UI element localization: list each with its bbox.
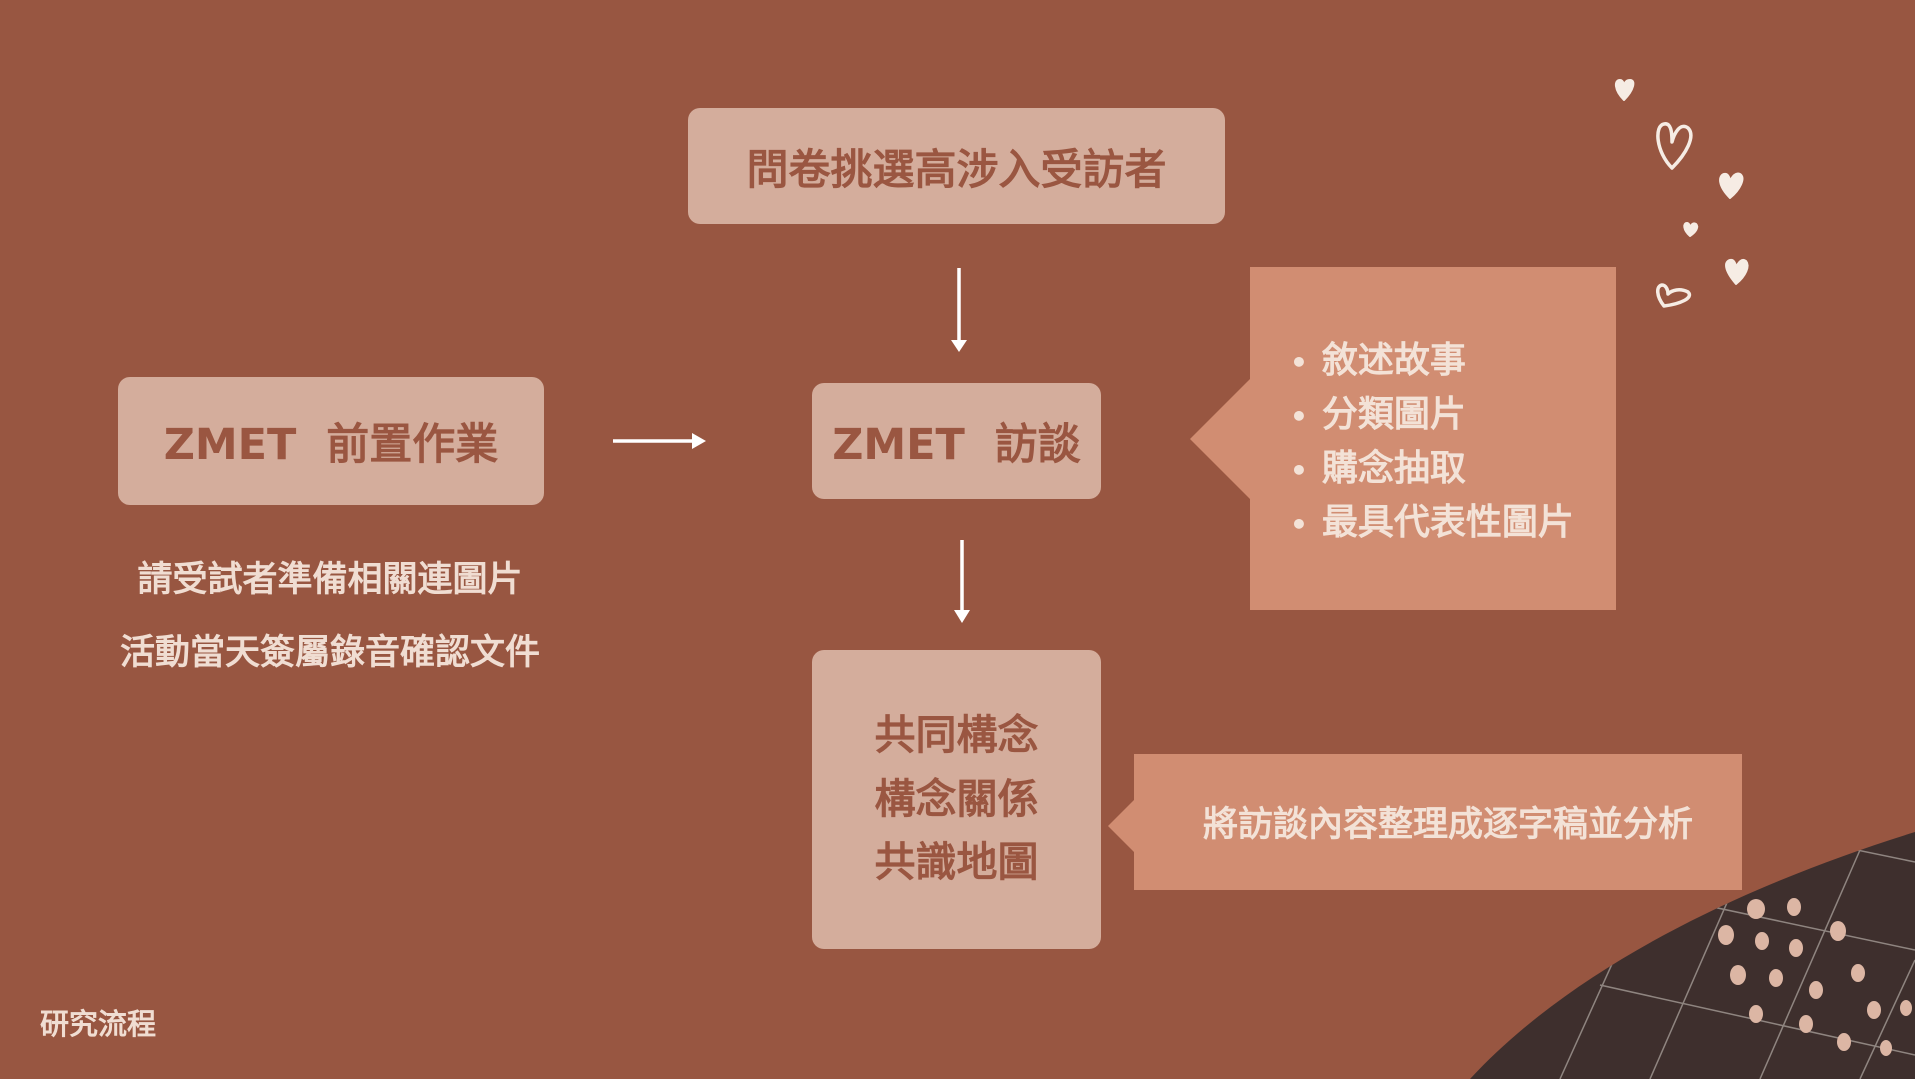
step-survey-selection: 問卷挑選高涉入受訪者 [688, 108, 1225, 224]
transcript-callout [1108, 754, 1742, 890]
heart-icon [1656, 283, 1692, 308]
step-zmet-prep-label: ZMET 前置作業 [163, 420, 499, 470]
bullet-icon: • [1290, 454, 1308, 487]
result-line: 構念關係 [874, 774, 1039, 823]
interview-item: • 敘述故事 [1290, 334, 1574, 388]
heart-icon [1683, 222, 1699, 237]
interview-item: • 最具代表性圖片 [1290, 496, 1574, 550]
heart-icon [1719, 172, 1744, 199]
step-survey-selection-label: 問卷挑選高涉入受訪者 [746, 144, 1167, 194]
result-line: 共識地圖 [874, 838, 1039, 887]
result-line: 共同構念 [874, 711, 1039, 760]
heart-icon [1725, 258, 1749, 285]
bullet-icon: • [1290, 508, 1308, 541]
interview-item: • 分類圖片 [1290, 388, 1574, 442]
bullet-icon: • [1290, 346, 1308, 379]
corner-dots [1718, 898, 1912, 1056]
step-zmet-prep: ZMET 前置作業 [118, 377, 544, 505]
heart-icon [1614, 79, 1635, 101]
step-zmet-interview-label: ZMET 訪談 [832, 420, 1081, 470]
interview-item: • 購念抽取 [1290, 442, 1574, 496]
heart-icon [1656, 122, 1693, 170]
interview-item-label: 購念抽取 [1321, 448, 1466, 489]
prep-note: 活動當天簽屬錄音確認文件 [119, 633, 540, 673]
prep-note: 請受試者準備相關連圖片 [137, 560, 523, 600]
slide-footer-label: 研究流程 [40, 1007, 157, 1041]
step-results: 共同構念 構念關係 共識地圖 [812, 650, 1101, 949]
interview-item-label: 最具代表性圖片 [1321, 502, 1574, 543]
interview-item-label: 分類圖片 [1321, 394, 1466, 435]
interview-items-callout [1190, 267, 1616, 610]
bullet-icon: • [1290, 400, 1308, 433]
interview-items-list: • 敘述故事 • 分類圖片 • 購念抽取 • 最具代表性圖片 [1290, 334, 1574, 550]
interview-item-label: 敘述故事 [1321, 340, 1466, 381]
step-zmet-interview: ZMET 訪談 [812, 383, 1101, 499]
transcript-note: 將訪談內容整理成逐字稿並分析 [1203, 805, 1694, 845]
